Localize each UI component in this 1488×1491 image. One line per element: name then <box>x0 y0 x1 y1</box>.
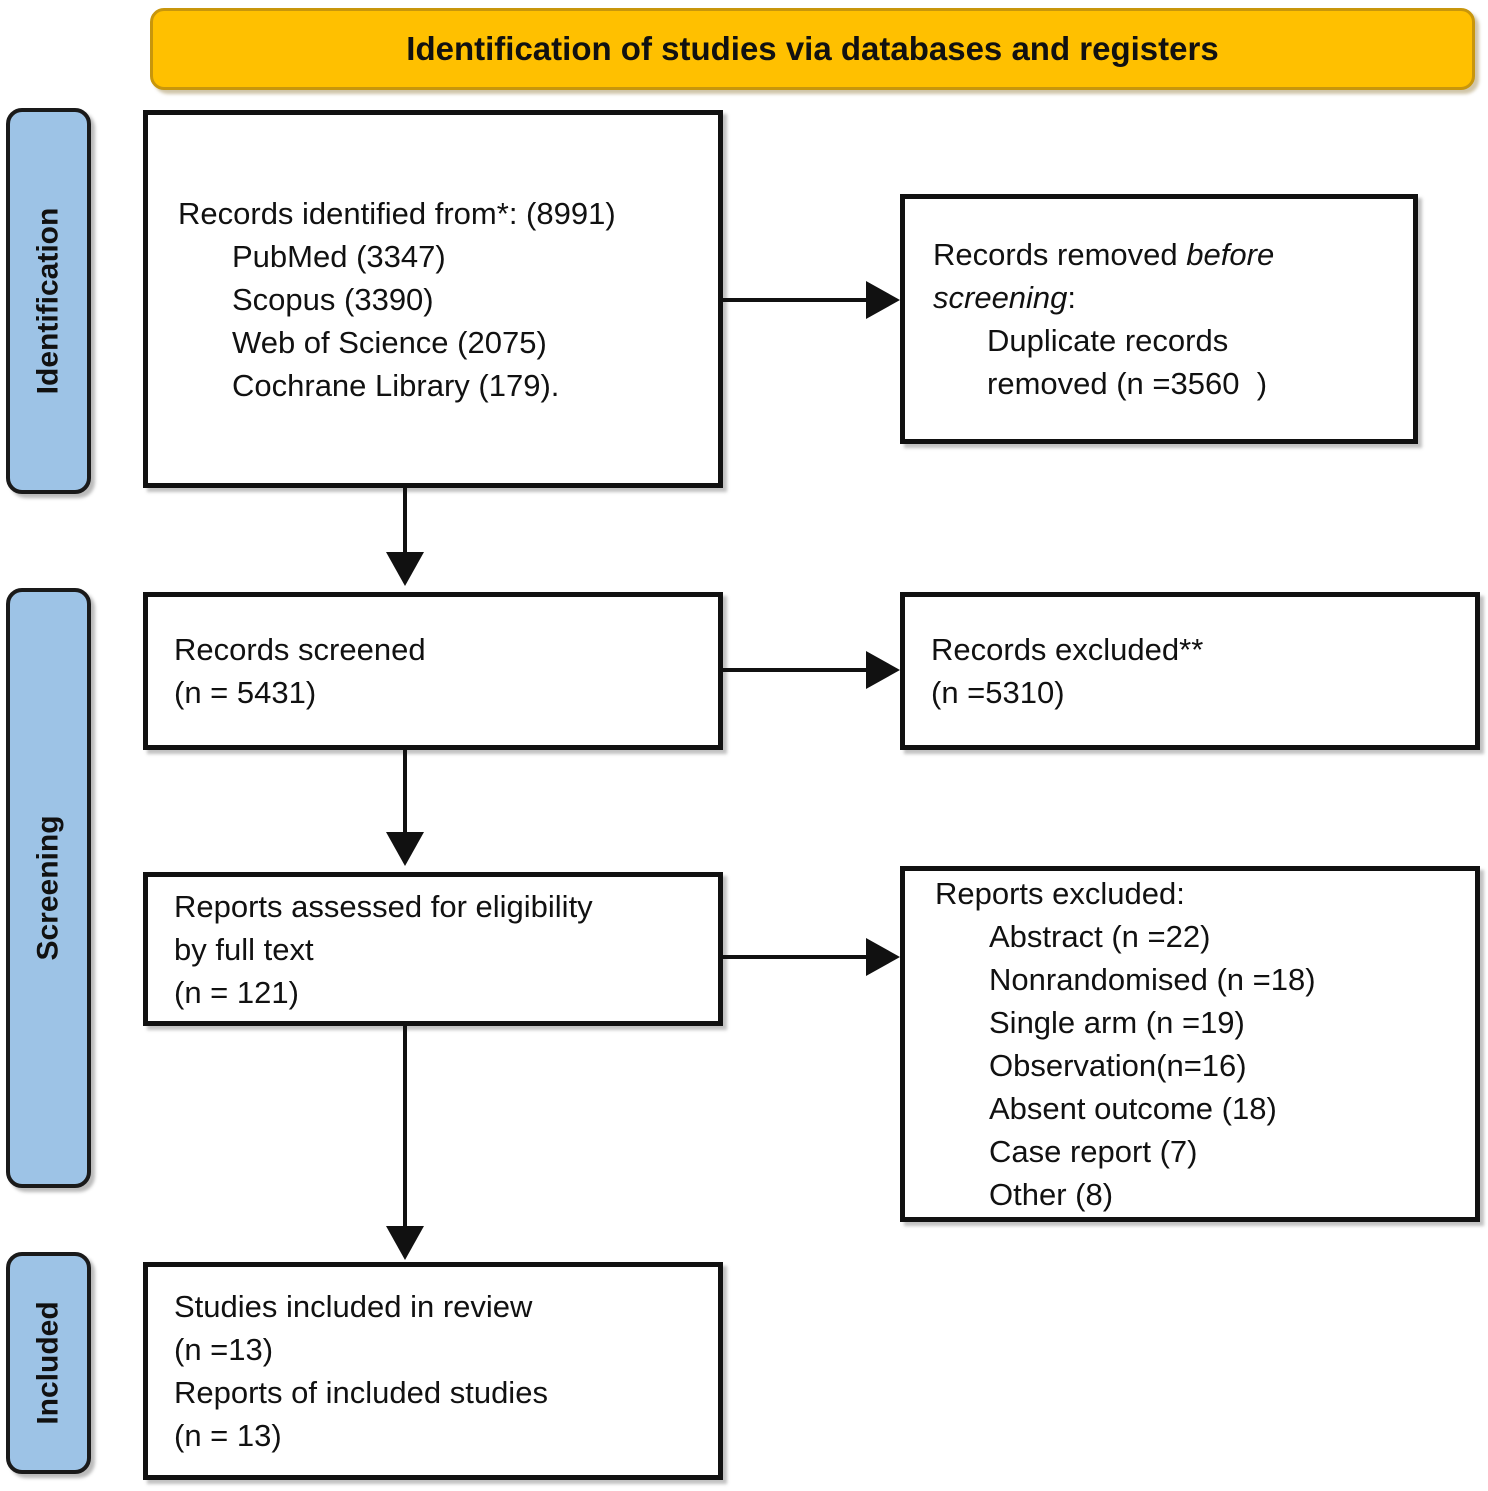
studies-included-label: Studies included in review <box>174 1289 533 1324</box>
stage-label-included: Included <box>6 1252 91 1474</box>
duplicate-records-label: Duplicate records <box>987 323 1229 358</box>
reports-excluded-reason-other: Other (8) <box>989 1177 1114 1212</box>
box-reports-assessed: Reports assessed for eligibility by full… <box>143 872 723 1026</box>
diagram-title: Identification of studies via databases … <box>406 30 1219 67</box>
studies-included-count: (n =13) <box>174 1332 274 1367</box>
records-identified-total: Records identified from*: (8991) <box>178 195 616 231</box>
connector-assessed-to-reports-excluded-line <box>723 955 873 959</box>
records-excluded-label: Records excluded** <box>931 632 1204 667</box>
arrow-right-icon-identified-to-removed <box>866 281 900 319</box>
box-records-screened: Records screened (n = 5431) <box>143 592 723 750</box>
box-studies-included: Studies included in review (n =13) Repor… <box>143 1262 723 1480</box>
box-records-removed-before-screening: Records removed before screening: Duplic… <box>900 194 1418 444</box>
records-screened-label: Records screened <box>174 632 426 667</box>
arrow-right-icon-screened-to-excluded <box>866 651 900 689</box>
records-removed-colon: : <box>1067 280 1077 315</box>
box-reports-excluded: Reports excluded: Abstract (n =22) Nonra… <box>900 866 1480 1222</box>
records-removed-screening-italic: screening <box>933 280 1068 315</box>
records-removed-heading-plain: Records removed <box>933 237 1187 272</box>
records-removed-heading-italic: before <box>1186 237 1275 272</box>
stage-label-screening: Screening <box>6 588 91 1188</box>
connector-identified-to-removed-line <box>723 298 873 302</box>
connector-screened-to-excluded-line <box>723 668 873 672</box>
stage-label-included-text: Included <box>31 1301 65 1425</box>
records-screened-count: (n = 5431) <box>174 675 317 710</box>
records-removed-heading-line2: screening: <box>933 276 1387 319</box>
arrow-right-icon-assessed-to-reports-excluded <box>866 938 900 976</box>
box-records-identified: Records identified from*: (8991) PubMed … <box>143 110 723 488</box>
reports-excluded-reason-observation: Observation(n=16) <box>989 1048 1247 1083</box>
stage-label-identification: Identification <box>6 108 91 494</box>
reports-assessed-label-2: by full text <box>174 931 314 967</box>
reports-assessed-count: (n = 121) <box>174 974 299 1010</box>
box-records-excluded: Records excluded** (n =5310) <box>900 592 1480 750</box>
records-identified-web-of-science: Web of Science (2075) <box>232 324 547 360</box>
arrow-down-icon-assessed-to-included <box>386 1226 424 1260</box>
reports-included-label: Reports of included studies <box>174 1375 548 1410</box>
diagram-header-banner: Identification of studies via databases … <box>150 8 1475 90</box>
connector-screened-to-assessed-line <box>403 750 407 836</box>
connector-identified-to-screened-line <box>403 488 407 556</box>
connector-assessed-to-included-line <box>403 1026 407 1230</box>
reports-excluded-reason-single-arm: Single arm (n =19) <box>989 1005 1245 1040</box>
records-removed-heading-line1: Records removed before <box>933 233 1387 276</box>
reports-excluded-heading: Reports excluded: <box>935 876 1185 911</box>
arrow-down-icon-screened-to-assessed <box>386 832 424 866</box>
reports-assessed-label-1: Reports assessed for eligibility <box>174 888 593 924</box>
stage-label-screening-text: Screening <box>31 815 65 961</box>
records-identified-scopus: Scopus (3390) <box>232 281 434 317</box>
records-identified-pubmed: PubMed (3347) <box>232 238 446 274</box>
records-identified-cochrane: Cochrane Library (179). <box>232 367 560 403</box>
arrow-down-icon-identified-to-screened <box>386 552 424 586</box>
records-excluded-count: (n =5310) <box>931 675 1065 710</box>
reports-excluded-reason-nonrandomised: Nonrandomised (n =18) <box>989 962 1316 997</box>
reports-included-count: (n = 13) <box>174 1418 282 1453</box>
reports-excluded-reason-case-report: Case report (7) <box>989 1134 1198 1169</box>
stage-label-identification-text: Identification <box>31 207 65 395</box>
duplicate-records-count: removed (n =3560 ) <box>987 366 1268 401</box>
reports-excluded-reason-abstract: Abstract (n =22) <box>989 919 1211 954</box>
reports-excluded-reason-absent-outcome: Absent outcome (18) <box>989 1091 1277 1126</box>
